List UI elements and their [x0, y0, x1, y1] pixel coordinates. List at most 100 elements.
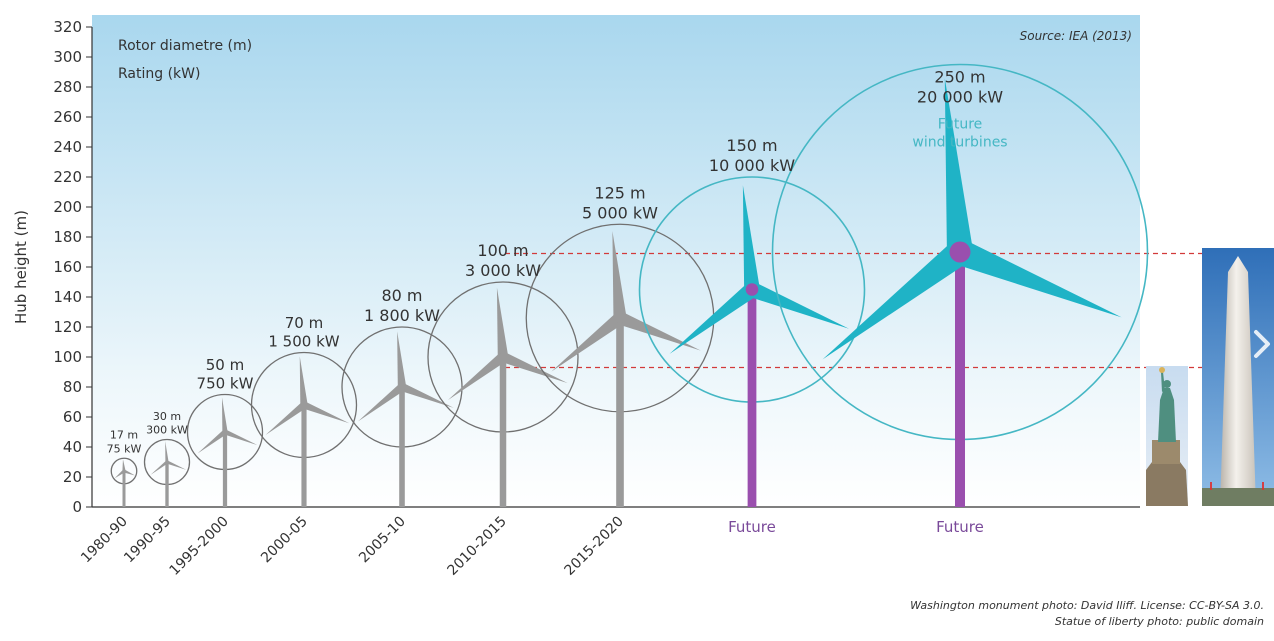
blade	[397, 331, 407, 388]
diameter-label: 100 m	[477, 241, 528, 260]
turbine	[427, 281, 579, 507]
blade	[496, 287, 509, 358]
blade	[165, 441, 169, 463]
washington-monument-photo	[1202, 248, 1274, 506]
y-tick-label: 140	[53, 288, 82, 306]
tower	[399, 387, 405, 507]
blade	[221, 397, 228, 433]
legend-diameter: Rotor diametre (m)	[118, 38, 252, 54]
blade	[122, 459, 126, 472]
tower	[301, 405, 307, 507]
blade	[955, 239, 1122, 318]
rating-label: 3 000 kW	[465, 261, 541, 280]
y-tick-label: 0	[72, 498, 82, 516]
turbine	[638, 176, 866, 507]
future-caption-line: wind turbines	[912, 135, 1007, 151]
turbine	[250, 351, 358, 507]
diameter-label: 125 m	[594, 183, 645, 202]
hub	[398, 383, 406, 391]
diameter-label: 80 m	[381, 286, 422, 305]
y-tick-label: 60	[63, 408, 82, 426]
turbine	[771, 63, 1149, 507]
hub	[301, 402, 307, 408]
blade	[224, 429, 258, 446]
rating-label: 75 kW	[107, 442, 142, 455]
tower	[616, 318, 624, 507]
y-tick-label: 80	[63, 378, 82, 396]
y-tick-label: 200	[53, 198, 82, 216]
blade	[822, 241, 969, 360]
x-category-label: 1980-90	[78, 514, 131, 567]
monument-credit: Washington monument photo: David Iliff. …	[910, 599, 1264, 612]
hub	[745, 283, 759, 296]
turbines	[110, 63, 1149, 507]
rating-label: 5 000 kW	[582, 203, 658, 222]
rating-label: 1 500 kW	[268, 333, 339, 351]
y-tick-label: 120	[53, 318, 82, 336]
legend-rating: Rating (kW)	[118, 66, 200, 82]
tower	[955, 252, 965, 507]
diameter-label: 50 m	[206, 356, 244, 374]
blade	[150, 460, 168, 475]
blade	[265, 402, 307, 436]
hub	[122, 469, 126, 473]
diameter-label: 30 m	[153, 410, 181, 423]
y-tick-label: 20	[63, 468, 82, 486]
tower	[222, 432, 228, 507]
liberty-credit: Statue of liberty photo: public domain	[1054, 615, 1264, 628]
y-tick-label: 40	[63, 438, 82, 456]
blade	[114, 469, 125, 479]
blade	[302, 401, 350, 424]
diameter-label: 70 m	[285, 314, 323, 332]
y-tick-label: 280	[53, 78, 82, 96]
blade	[669, 283, 757, 354]
blade	[448, 352, 507, 400]
turbine	[341, 326, 463, 507]
blade	[123, 469, 135, 476]
rating-label: 1 800 kW	[364, 306, 440, 325]
y-axis-title: Hub height (m)	[12, 210, 30, 324]
x-category-label: Future	[728, 518, 776, 536]
y-tick-label: 240	[53, 138, 82, 156]
blade	[501, 352, 568, 384]
x-category-label: 2000-05	[258, 514, 311, 567]
source-label: Source: IEA (2013)	[1020, 29, 1132, 43]
x-category-label: Future	[936, 518, 984, 536]
y-tick-label: 220	[53, 168, 82, 186]
tower	[122, 471, 126, 507]
blade	[612, 231, 627, 319]
y-tick-label: 260	[53, 108, 82, 126]
rating-label: 20 000 kW	[917, 88, 1003, 107]
y-tick-label: 100	[53, 348, 82, 366]
blade	[358, 383, 405, 422]
x-category-label: 2005-10	[356, 514, 409, 567]
diameter-label: 17 m	[110, 429, 138, 442]
blade	[197, 429, 227, 454]
blade	[749, 282, 850, 329]
chevron-right-icon[interactable]	[1250, 326, 1274, 362]
y-tick-label: 320	[53, 18, 82, 36]
y-tick-label: 300	[53, 48, 82, 66]
reference-lines	[505, 252, 1262, 369]
rating-label: 10 000 kW	[709, 156, 795, 175]
x-category-label: 2010-2015	[445, 514, 510, 579]
blade	[742, 185, 760, 291]
tower	[165, 462, 169, 507]
tower	[499, 357, 507, 507]
turbine	[143, 438, 191, 507]
y-tick-label: 180	[53, 228, 82, 246]
diameter-label: 150 m	[726, 136, 777, 155]
hub	[222, 429, 228, 435]
hub	[498, 352, 508, 362]
hub	[949, 241, 971, 263]
blade	[551, 312, 625, 372]
tower	[747, 289, 757, 507]
hub	[165, 460, 169, 464]
y-tick-label: 160	[53, 258, 82, 276]
hub	[614, 312, 626, 324]
rating-label: 750 kW	[197, 375, 254, 393]
future-caption-line: Future	[938, 117, 983, 133]
